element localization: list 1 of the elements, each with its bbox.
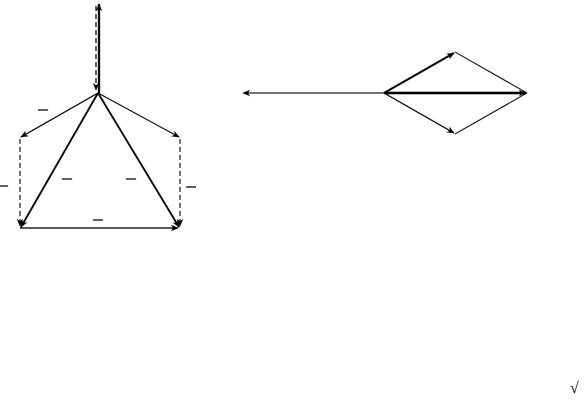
radical-sign: √ [570, 381, 579, 397]
